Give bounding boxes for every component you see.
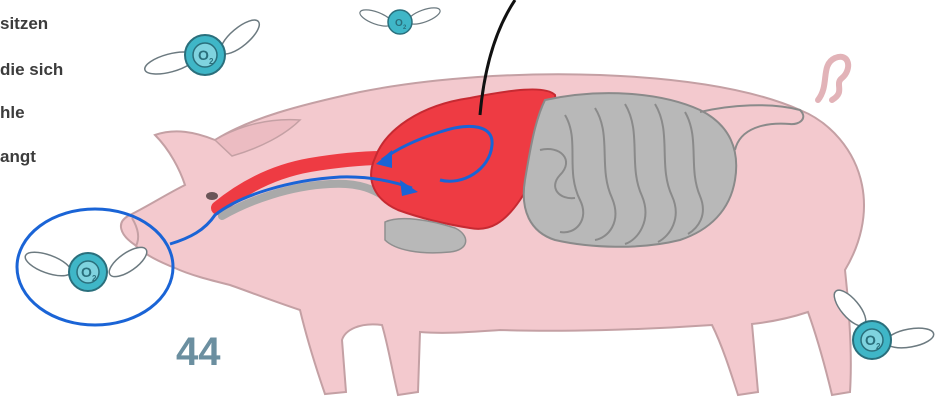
oxygen-molecule-2: O 2 [358,5,442,34]
page-number: 44 [176,330,221,375]
oxygen-molecule-3: O 2 [22,242,151,291]
oxygen-molecule-3-subscript: 2 [92,274,97,283]
oxygen-molecule-1-label: O [198,47,209,63]
oxygen-molecule-3-label: O [81,264,92,280]
oxygen-molecule-4-subscript: 2 [876,342,881,351]
oxygen-molecule-1-subscript: 2 [209,57,214,66]
oxygen-molecule-1: O 2 [143,15,265,79]
pig-tail [818,57,848,100]
pig-eye [206,192,218,200]
oxygen-molecule-4-label: O [865,332,876,348]
oxygen-molecule-2-label: O [395,18,403,29]
